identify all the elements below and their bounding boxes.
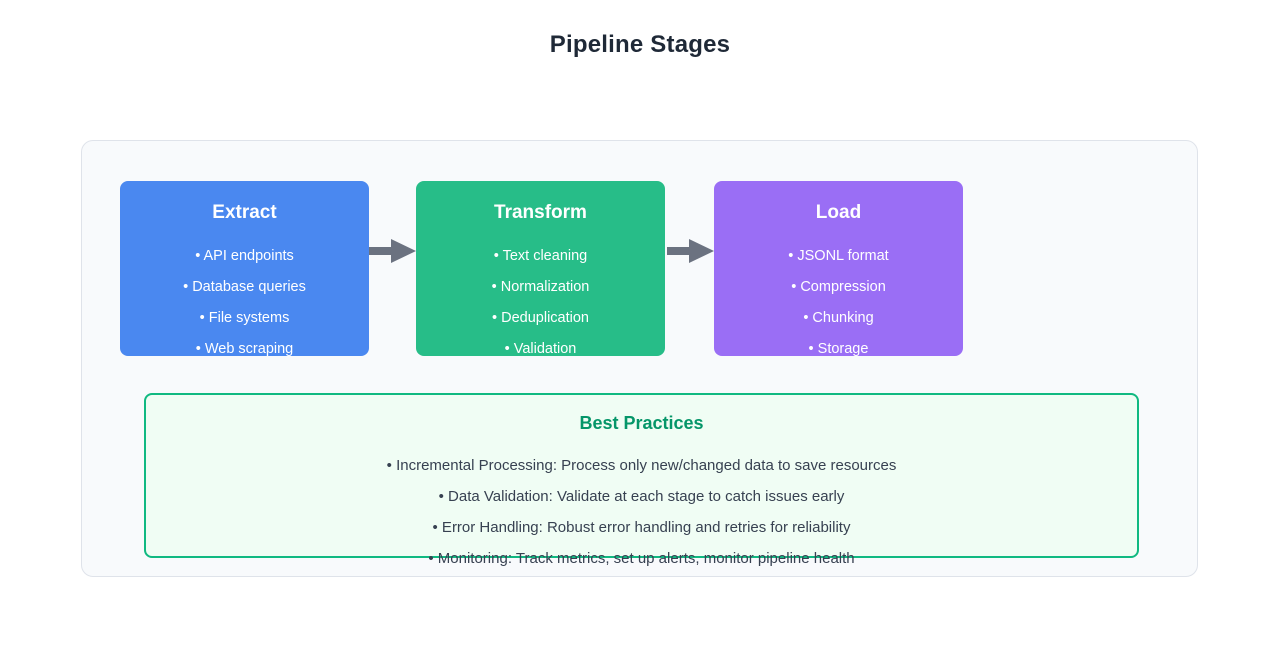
arrow-right-icon	[667, 239, 714, 263]
stage-item: • Normalization	[491, 279, 590, 295]
stage-title-extract: Extract	[212, 202, 277, 223]
stage-item-list-transform: • Text cleaning • Normalization • Dedupl…	[416, 241, 665, 365]
stage-title-load: Load	[815, 202, 862, 223]
stage-item: • JSONL format	[788, 248, 889, 264]
stage-item: • Validation	[504, 341, 577, 357]
stage-item: • Database queries	[183, 279, 306, 295]
practice-item: • Data Validation: Validate at each stag…	[438, 488, 845, 505]
stage-title-transform: Transform	[494, 202, 587, 223]
stage-item: • Chunking	[803, 310, 874, 326]
stage-item-list-load: • JSONL format • Compression • Chunking …	[714, 241, 963, 365]
arrow-head	[689, 239, 714, 263]
stage-card-extract: Extract • API endpoints • Database queri…	[120, 181, 369, 357]
practice-item: • Incremental Processing: Process only n…	[386, 457, 897, 474]
page-title: Pipeline Stages	[549, 31, 731, 58]
stage-item: • Deduplication	[492, 310, 589, 326]
best-practices-list: • Incremental Processing: Process only n…	[146, 450, 1137, 574]
stage-card-load: Load • JSONL format • Compression • Chun…	[714, 181, 963, 357]
best-practices-box: Best Practices • Incremental Processing:…	[144, 393, 1139, 567]
arrow-shaft	[369, 247, 395, 255]
pipeline-panel: Extract • API endpoints • Database queri…	[81, 140, 1198, 577]
stage-item: • API endpoints	[195, 248, 294, 264]
stage-card-transform: Transform • Text cleaning • Normalizatio…	[416, 181, 665, 357]
stage-item-list-extract: • API endpoints • Database queries • Fil…	[120, 241, 369, 365]
stage-item: • Web scraping	[195, 341, 294, 357]
practice-item: • Error Handling: Robust error handling …	[432, 519, 851, 536]
stage-item: • Text cleaning	[493, 248, 588, 264]
practice-item: • Monitoring: Track metrics, set up aler…	[428, 550, 855, 567]
stage-item: • File systems	[199, 310, 290, 326]
arrow-shaft	[667, 247, 693, 255]
arrow-head	[391, 239, 416, 263]
best-practices-title: Best Practices	[579, 413, 704, 433]
stage-item: • Storage	[808, 341, 869, 357]
stage-item: • Compression	[791, 279, 886, 295]
arrow-right-icon	[369, 239, 416, 263]
stage-row: Extract • API endpoints • Database queri…	[120, 181, 1161, 357]
